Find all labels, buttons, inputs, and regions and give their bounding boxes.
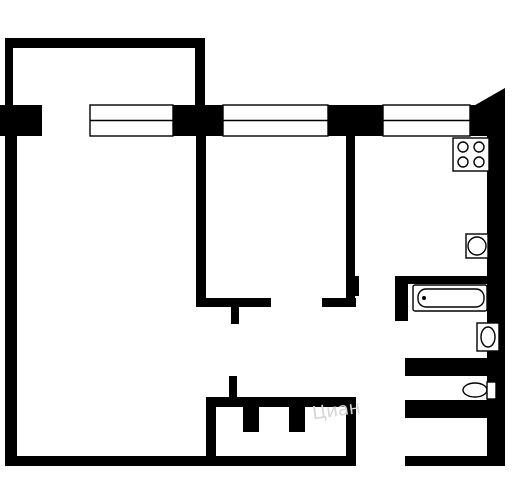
wall-right: [487, 108, 505, 466]
window-1: [89, 104, 174, 137]
bathtub-icon: [412, 284, 488, 312]
wall-kitchen-stub: [350, 276, 359, 296]
pillar-1: [0, 105, 42, 136]
window-wall: [0, 104, 488, 137]
stove-icon: [452, 137, 490, 172]
wall-closet-post: [229, 376, 237, 398]
sink-icon: [465, 233, 489, 259]
wall-corner-bevel: [470, 88, 505, 108]
wall-wc-stub: [405, 456, 488, 466]
wall-top-left-stub: [5, 38, 13, 108]
wall-bedroom-bottom-right: [322, 298, 356, 307]
wall-bath-top: [395, 276, 488, 284]
wall-top-left: [5, 38, 205, 48]
wall-top-left-return: [195, 38, 205, 108]
wall-bath-bottom: [405, 358, 488, 376]
wall-closet-top: [206, 397, 356, 407]
pillar-3: [328, 105, 383, 136]
washbasin-icon: [476, 322, 500, 352]
wall-closet-div-2: [289, 407, 305, 432]
pillar-2: [173, 105, 223, 136]
wall-left: [5, 108, 17, 466]
wall-bedroom-door-jamb: [231, 298, 239, 324]
toilet-icon: [462, 381, 497, 400]
wall-closet-right: [346, 397, 356, 466]
wall-closet-left: [206, 397, 216, 466]
wall-closet-bottom: [210, 456, 356, 466]
wall-closet-div-1: [243, 407, 259, 432]
wall-kitchen-left: [346, 136, 355, 306]
wall-bottom: [5, 456, 210, 466]
wall-bedroom-left: [196, 136, 206, 306]
interior-walls: [196, 136, 488, 466]
window-2: [222, 104, 329, 137]
wall-bath-left: [395, 276, 408, 321]
pillar-4: [470, 105, 488, 136]
window-3: [382, 104, 471, 137]
wall-wc-bottom: [405, 400, 488, 418]
